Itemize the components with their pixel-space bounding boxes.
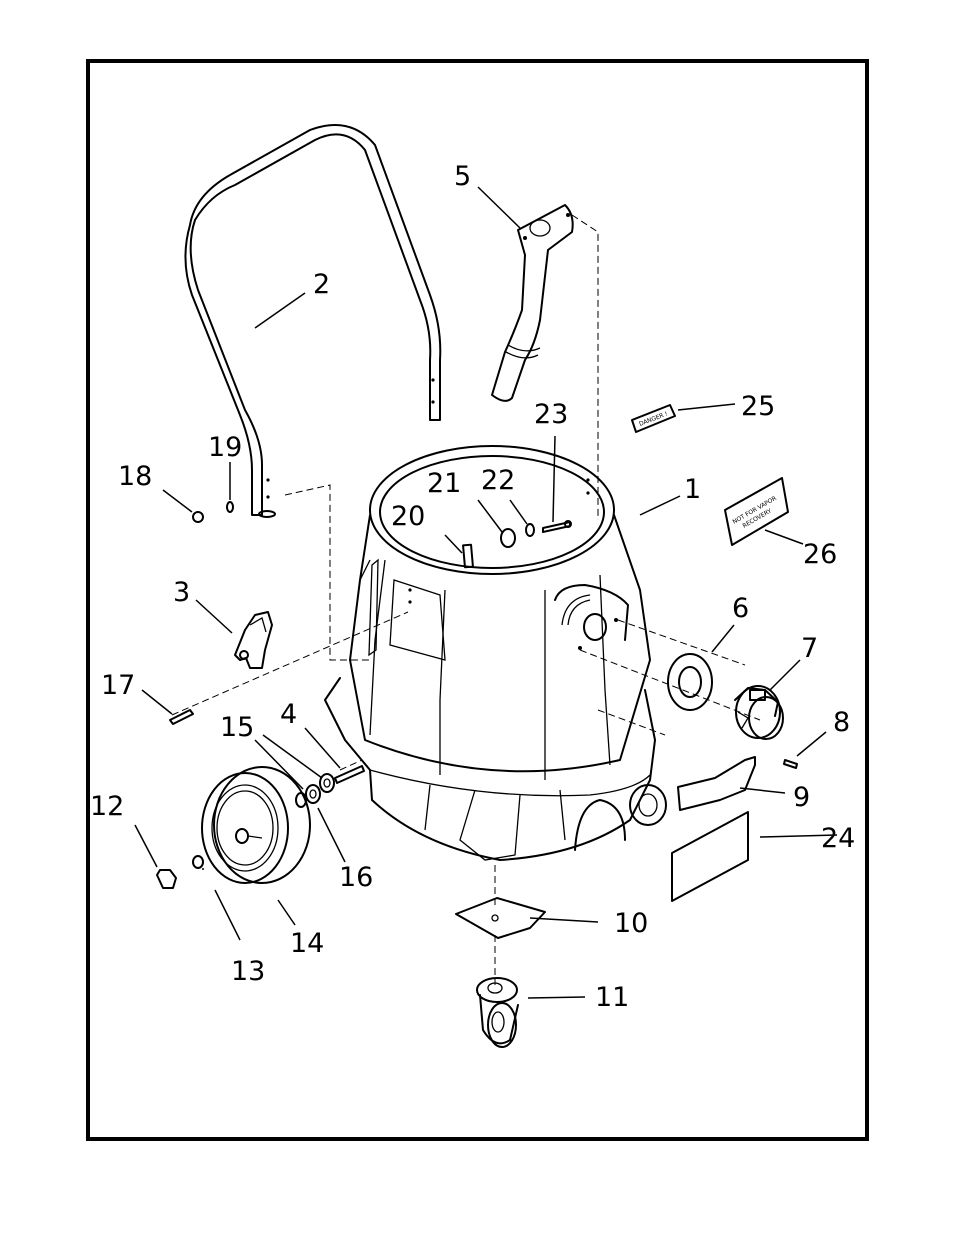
label-24: 24 (821, 823, 855, 854)
label-2: 2 (313, 269, 330, 300)
tank-body-part (324, 445, 667, 861)
screw-part (783, 759, 798, 769)
label-14: 14 (290, 928, 324, 959)
label-5: 5 (454, 161, 471, 192)
label-8: 8 (833, 707, 850, 738)
latch-part (234, 611, 273, 669)
inlet-fitting-part (734, 685, 784, 740)
label-19: 19 (208, 432, 242, 463)
leader-lines (134, 186, 838, 999)
axle-part (334, 765, 365, 784)
label-6: 6 (732, 593, 749, 624)
danger-decal-part: DANGER ! (631, 404, 676, 433)
label-20: 20 (391, 501, 425, 532)
label-25: 25 (741, 391, 775, 422)
label-26: 26 (803, 539, 837, 570)
drawing-frame (86, 59, 869, 1141)
band-decal-part (677, 756, 756, 811)
label-7: 7 (801, 633, 818, 664)
washer-part (226, 501, 234, 513)
inlet-elbow-part (491, 204, 574, 402)
caster-part (476, 977, 519, 1048)
label-11: 11 (595, 982, 629, 1013)
part-number-labels: 1 2 3 4 5 6 7 8 9 10 11 12 13 14 15 16 1… (90, 161, 855, 1013)
label-23: 23 (534, 399, 568, 430)
hub-cap-part (156, 869, 177, 889)
label-9: 9 (793, 782, 810, 813)
label-18: 18 (118, 461, 152, 492)
handle-part (184, 124, 442, 518)
label-21: 21 (427, 468, 461, 499)
retainer-part (192, 855, 204, 869)
label-16: 16 (339, 862, 373, 893)
label-plate-part (671, 811, 749, 902)
label-22: 22 (481, 465, 515, 496)
label-3: 3 (173, 577, 190, 608)
rim-hardware (462, 520, 572, 569)
pin-part (169, 709, 194, 725)
inlet-gasket-part (667, 653, 713, 711)
label-15: 15 (220, 712, 254, 743)
nut-part (192, 511, 204, 523)
label-12: 12 (90, 791, 124, 822)
caster-plate-part (455, 897, 546, 939)
label-10: 10 (614, 908, 648, 939)
label-13: 13 (231, 956, 265, 987)
label-4: 4 (280, 699, 297, 730)
label-1: 1 (684, 474, 701, 505)
wheel-part (201, 766, 311, 884)
label-17: 17 (101, 670, 135, 701)
